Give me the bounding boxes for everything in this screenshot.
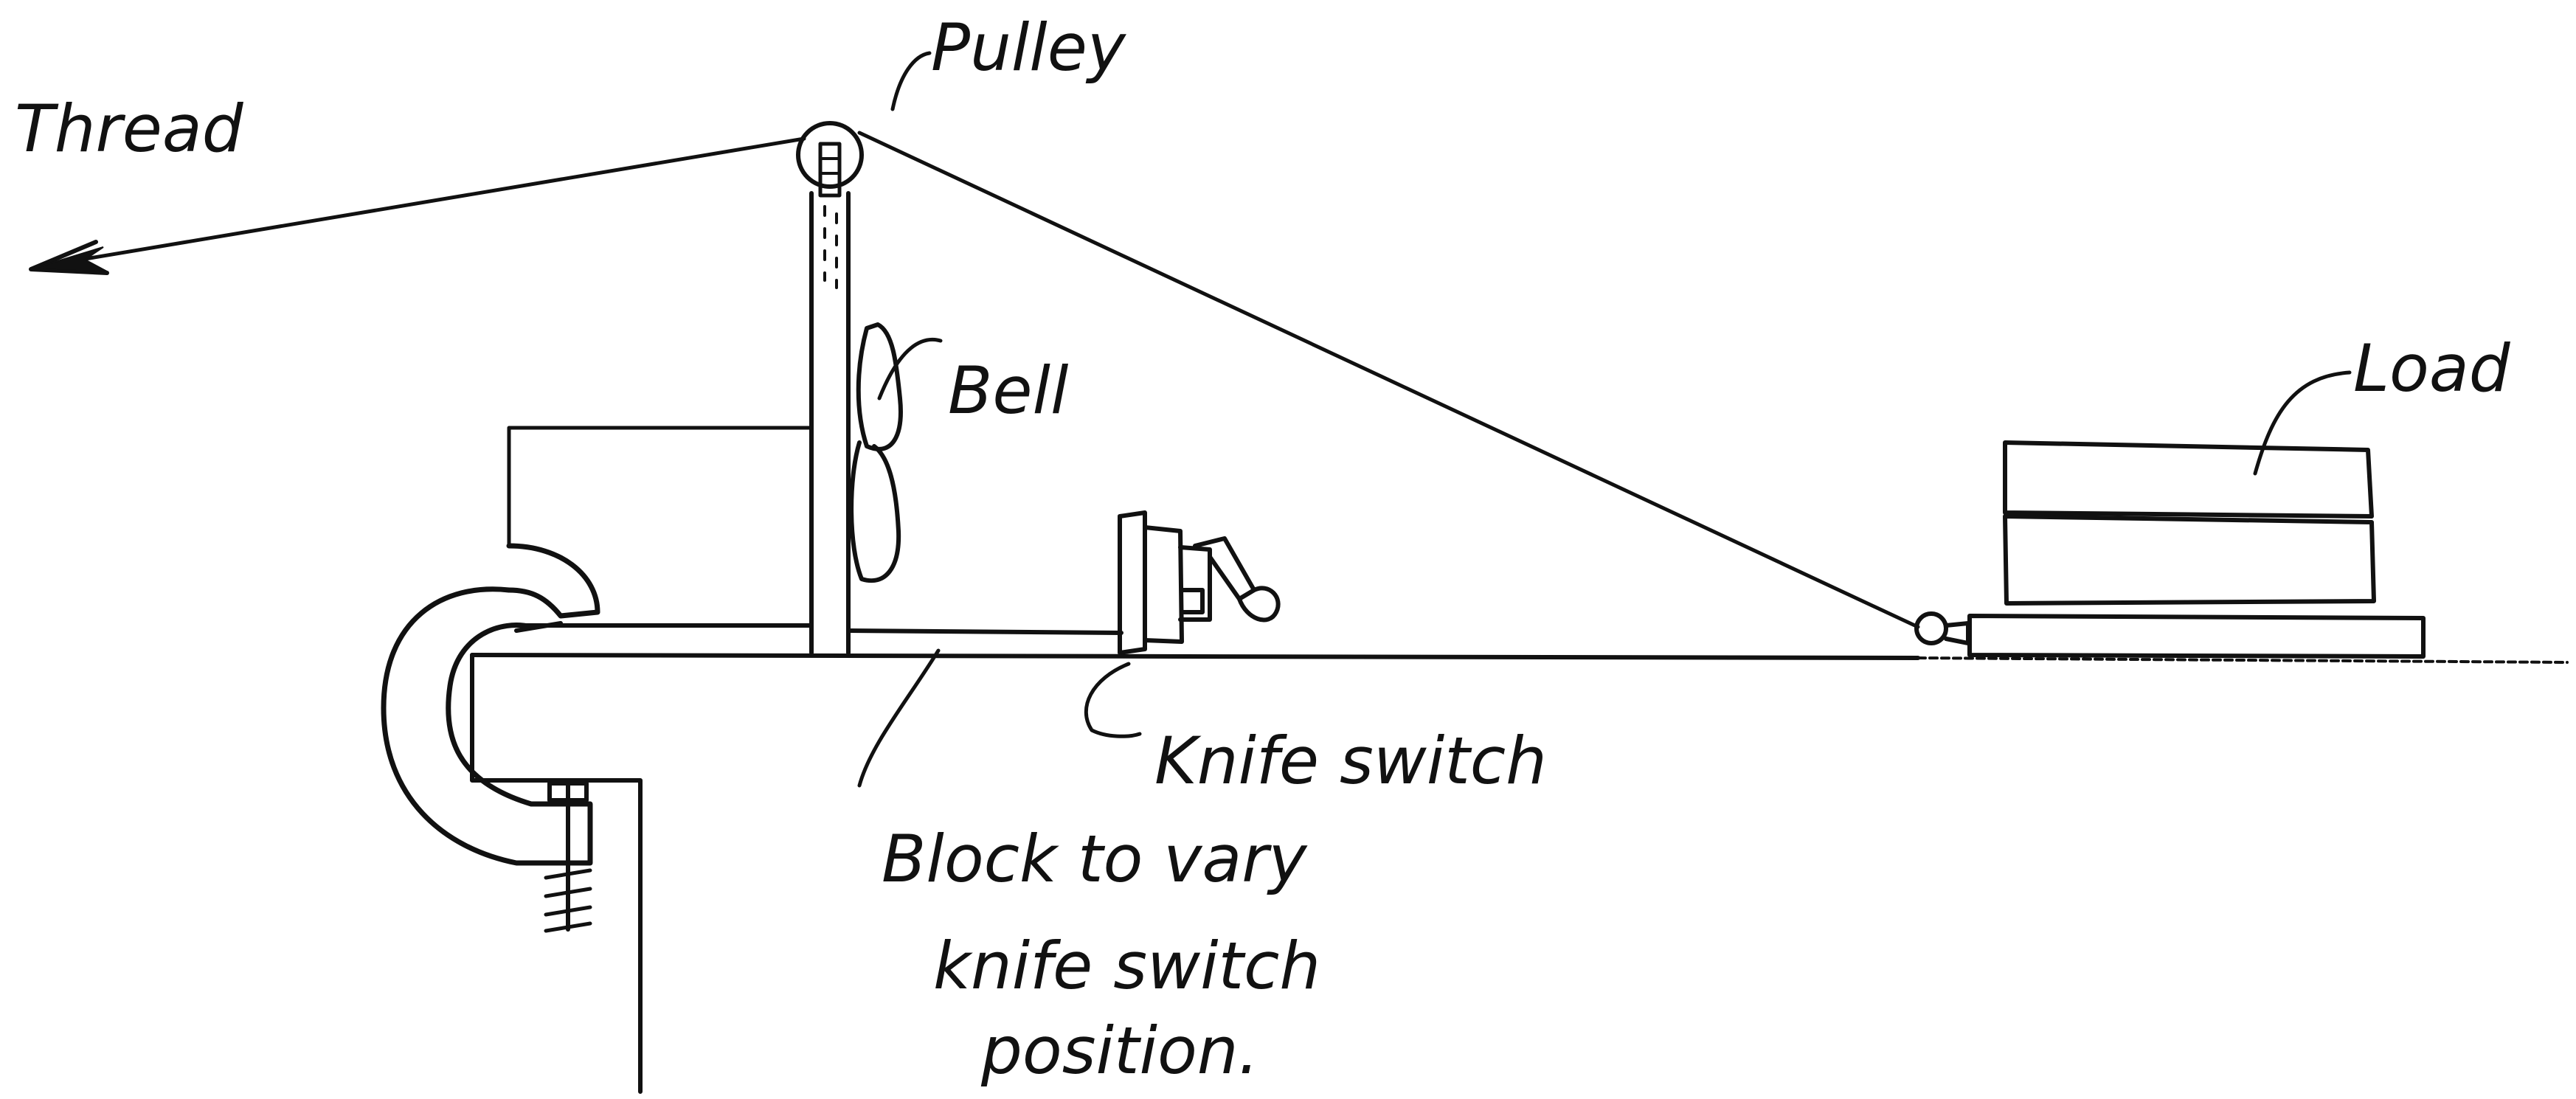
block-label-line-2: knife switch <box>933 928 1320 1004</box>
knife-switch <box>1118 510 1281 655</box>
thread <box>29 131 1920 629</box>
block-label-line-3: position. <box>980 1013 1259 1089</box>
thread-label: Thread <box>15 91 244 167</box>
load <box>1914 440 2426 659</box>
pulley-label: Pulley <box>931 10 1127 86</box>
load-label: Load <box>2353 330 2511 406</box>
base-strip <box>507 623 1123 635</box>
c-clamp <box>381 543 600 933</box>
bell <box>849 322 903 583</box>
knife-switch-label: Knife switch <box>1154 723 1547 799</box>
pulley <box>796 121 864 198</box>
pulley-post <box>809 191 851 655</box>
block-label-line-1: Block to vary <box>882 821 1308 897</box>
table <box>470 653 2569 1094</box>
leader-lines <box>857 51 2352 788</box>
bell-label: Bell <box>948 353 1069 429</box>
wire <box>507 426 814 548</box>
